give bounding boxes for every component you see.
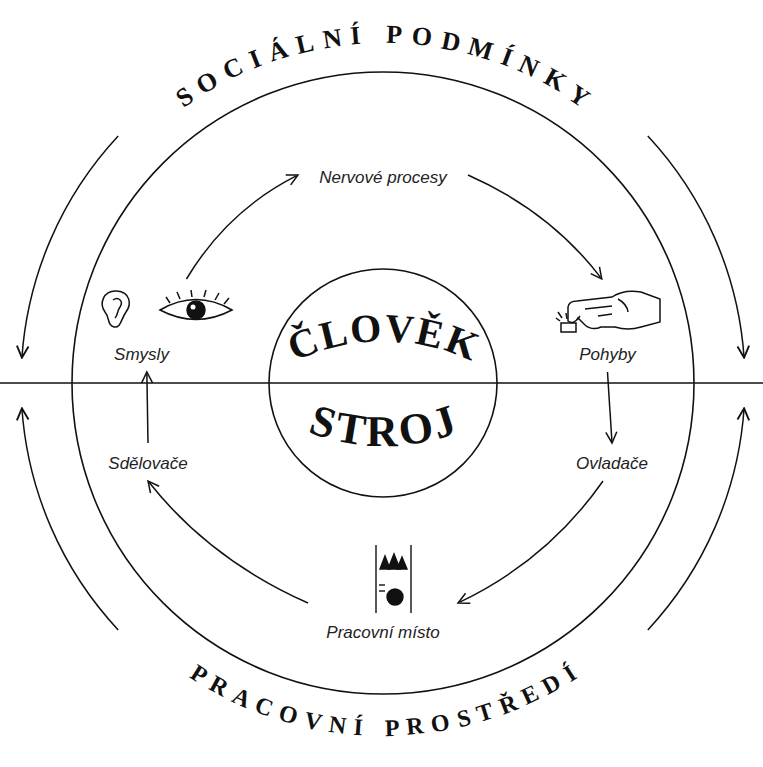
node-label: Ovladače bbox=[576, 454, 648, 474]
arc-letter: S bbox=[454, 705, 473, 731]
flow-arrow bbox=[148, 481, 308, 603]
arc-letter: N bbox=[321, 25, 343, 53]
circle-outline bbox=[269, 269, 497, 497]
arc-letter: O bbox=[429, 710, 451, 737]
flow-line bbox=[149, 483, 308, 603]
label-node: Smysly bbox=[88, 284, 195, 367]
arc-letter: Á bbox=[265, 36, 291, 66]
flow-arrow bbox=[458, 481, 603, 603]
arc-letter: I bbox=[246, 45, 265, 73]
eye-icon bbox=[160, 290, 232, 320]
label-node: Ovladače bbox=[567, 448, 657, 476]
circle-outline bbox=[268, 268, 498, 498]
arc-letter: R bbox=[405, 714, 425, 740]
node-label: Nervové procesy bbox=[319, 168, 447, 188]
label-node: Sdělovače bbox=[103, 448, 193, 476]
label-node: Pohyby bbox=[550, 284, 665, 367]
arc-letter: D bbox=[538, 669, 565, 698]
arc-letter: N bbox=[515, 51, 543, 82]
divider-line bbox=[0, 382, 763, 383]
flow-arrow bbox=[186, 175, 298, 279]
arc-letter: D bbox=[439, 27, 462, 56]
flow-line bbox=[147, 374, 148, 443]
arc-letter: K bbox=[440, 319, 484, 368]
arc-letter: Í bbox=[497, 44, 516, 72]
arc-text: STROJ bbox=[305, 398, 461, 454]
arc-letter: P bbox=[186, 660, 211, 688]
arrow-head bbox=[591, 267, 602, 279]
flow-arrow bbox=[468, 175, 602, 279]
arc-letter: Í bbox=[559, 660, 580, 685]
node-label: Smysly bbox=[114, 345, 169, 365]
arrow-head bbox=[458, 593, 470, 603]
arc-letter: O bbox=[192, 66, 223, 99]
arc-letter: Í bbox=[353, 715, 364, 740]
arc-letter: V bbox=[383, 308, 415, 350]
arc-letter: Ř bbox=[495, 690, 520, 719]
arc-letter: M bbox=[466, 33, 497, 65]
arc-letter: O bbox=[410, 23, 433, 51]
arc-letter: P bbox=[386, 22, 403, 48]
arc-letter: T bbox=[332, 405, 368, 453]
circle-outline bbox=[71, 71, 695, 695]
arc-letter: C bbox=[219, 53, 247, 85]
arc-text: SOCIÁLNÍ PODMÍNKY bbox=[172, 22, 595, 112]
arrow-head bbox=[142, 372, 153, 383]
flow-line bbox=[608, 372, 612, 441]
arc-text: PRACOVNÍ PROSTŘEDÍ bbox=[186, 660, 580, 739]
arc-letter: S bbox=[172, 82, 199, 112]
flow-line bbox=[460, 481, 603, 602]
node-label: Pracovní místo bbox=[326, 623, 439, 643]
arc-letter: Y bbox=[564, 80, 594, 112]
arc-letter: R bbox=[206, 672, 233, 701]
arc-letter: K bbox=[539, 64, 569, 97]
arrow-head bbox=[148, 481, 159, 493]
arc-letter: O bbox=[348, 307, 382, 349]
arc-letter: L bbox=[293, 30, 316, 59]
flow-line bbox=[468, 175, 601, 277]
arrow-head bbox=[606, 432, 617, 443]
flow-line bbox=[186, 176, 296, 279]
arc-letter bbox=[370, 22, 377, 48]
arc-letter: T bbox=[474, 699, 496, 727]
arc-letter: E bbox=[518, 681, 543, 710]
arc-letter: C bbox=[252, 692, 277, 721]
arrow-head bbox=[286, 175, 298, 185]
circle-outline bbox=[72, 72, 694, 694]
label-node: Pracovní místo bbox=[313, 540, 453, 645]
label-node: Nervové procesy bbox=[303, 160, 463, 190]
arc-letter: R bbox=[366, 410, 398, 454]
circle-node: ČLOVĚK STROJ bbox=[268, 268, 498, 498]
arc-letter: V bbox=[302, 707, 324, 734]
arc-letter bbox=[371, 716, 378, 740]
arc-text: ČLOVĚK bbox=[282, 307, 483, 367]
flow-arrow bbox=[142, 372, 153, 443]
arc-letter: Í bbox=[350, 23, 362, 50]
flow-arrow bbox=[606, 372, 617, 443]
arc-letter: O bbox=[276, 700, 301, 728]
arc-letter: N bbox=[328, 712, 348, 738]
arc-letter: P bbox=[384, 715, 399, 739]
node-label: Sdělovače bbox=[108, 454, 187, 474]
node-label: Pohyby bbox=[579, 345, 636, 365]
circle-node: SOCIÁLNÍ PODMÍNKYPRACOVNÍ PROSTŘEDÍČLOVĚ… bbox=[71, 71, 695, 695]
arc-letter: A bbox=[228, 683, 254, 712]
hand-icon bbox=[556, 291, 660, 332]
ear-icon bbox=[102, 291, 129, 327]
workplace-icon bbox=[376, 545, 411, 613]
